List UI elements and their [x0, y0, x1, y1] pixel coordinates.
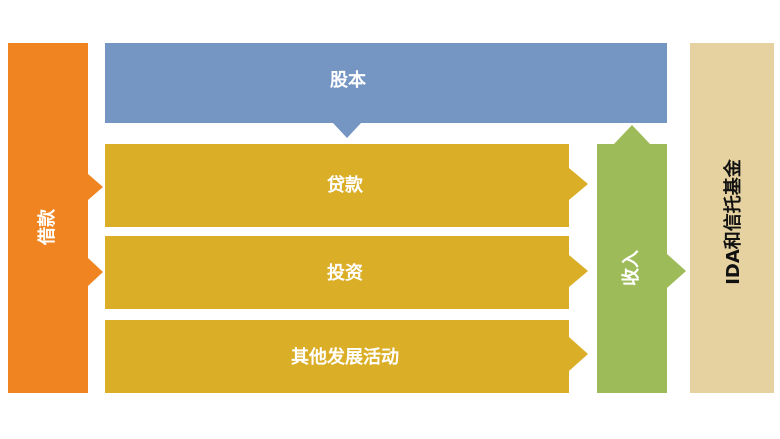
trust-fund-shape [690, 43, 774, 393]
borrowing-label: 借款 [37, 209, 58, 245]
equity-shape [105, 43, 667, 138]
income-label: 收入 [621, 250, 642, 286]
other-development-label: 其他发展活动 [291, 347, 399, 368]
equity-label: 股本 [330, 70, 366, 91]
trust-fund-label: IDA和信托基金 [723, 159, 744, 285]
investment-arrow [105, 236, 588, 309]
investment-label: 投资 [327, 263, 363, 284]
income-shape [597, 125, 686, 393]
borrowing-shape [8, 43, 103, 393]
other-development-arrow [105, 320, 588, 393]
loans-label: 贷款 [327, 175, 363, 196]
loans-arrow [105, 144, 588, 227]
